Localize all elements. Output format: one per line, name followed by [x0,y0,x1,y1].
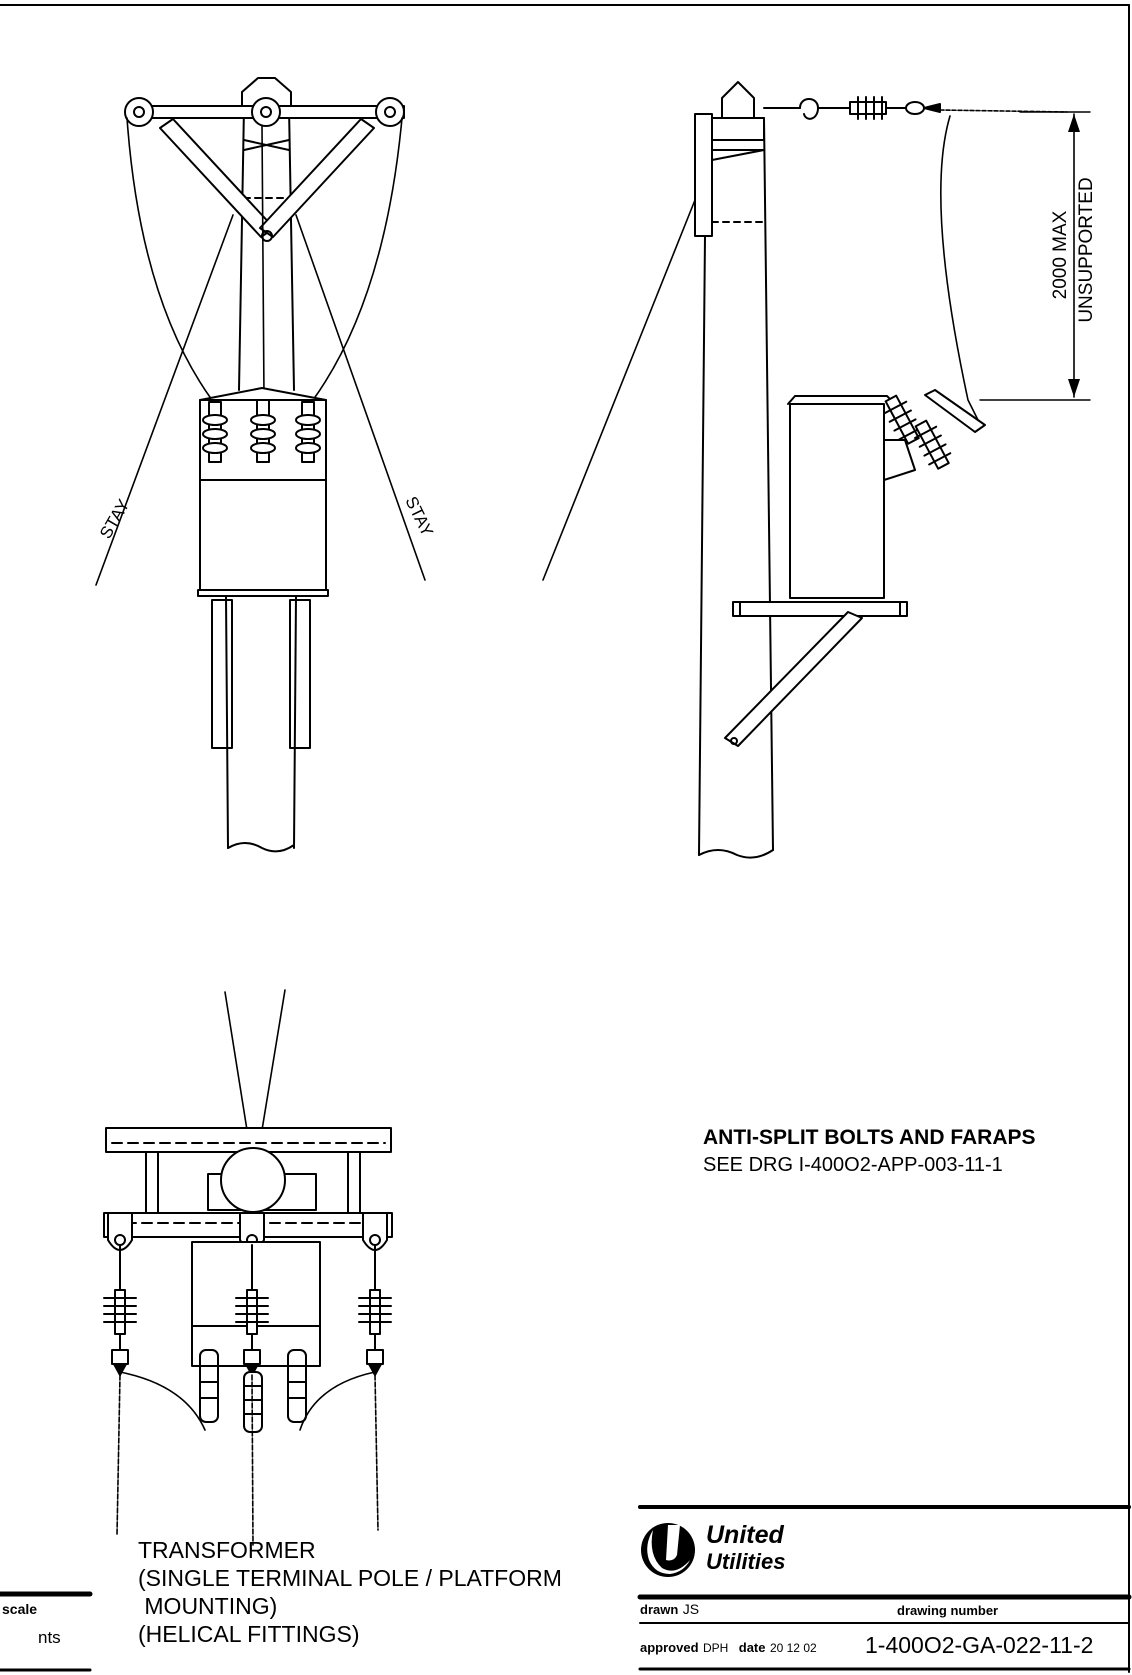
front-crossarm-pulley-left [124,97,154,127]
side-dimension-value: 2000 MAX [1050,210,1071,299]
plan-bushing-right [287,1349,307,1423]
title-block [637,1505,1132,1671]
anti-split-note-reference: SEE DRG I-400O2-APP-003-11-1 [703,1154,1003,1176]
approved-by-value: DPH [702,1641,729,1655]
company-name-line-2: Utilities [706,1549,786,1574]
side-strain-insulator [849,96,887,120]
approved-field: approved DPH date 20 12 02 [640,1639,817,1657]
plan-insulator-left [103,1244,137,1376]
company-name-line-1: United [706,1521,784,1549]
side-bushing-lower [914,419,952,470]
sheet-border [0,4,1130,1673]
front-bushing-right [295,401,321,463]
drawn-by-value: JS [682,1601,700,1617]
caption-line-4: (HELICAL FITTINGS) [138,1621,360,1647]
front-elevation-view [95,77,426,853]
side-bushing-upper [884,394,922,445]
front-crossarm-pulley-centre [251,97,281,127]
date-label: date [738,1640,766,1655]
united-utilities-logo-icon [641,1523,695,1577]
plan-view [103,989,393,1546]
drawing-number-label: drawing number [897,1603,999,1618]
side-dimension-note: UNSUPPORTED [1076,177,1097,322]
front-bushing-centre [250,399,276,463]
plan-bushing-centre [243,1371,263,1433]
front-stay-label-right: STAY [401,493,436,539]
anti-split-note-title: ANTI-SPLIT BOLTS AND FARAPS [703,1126,1036,1149]
plan-insulator-centre [235,1244,269,1376]
caption-line-1: TRANSFORMER [138,1537,316,1563]
scale-box [0,1591,93,1672]
caption-line-2: (SINGLE TERMINAL POLE / PLATFORM [138,1565,562,1591]
side-elevation-view [542,81,1091,859]
side-dimension-2000-max [979,111,1091,401]
front-stay-label-left: STAY [96,496,133,542]
drawn-by-field: drawn JS [640,1601,699,1619]
plan-insulator-right [358,1244,392,1376]
drawn-label: drawn [640,1602,679,1617]
front-bushing-left [202,401,228,463]
date-value: 20 12 02 [769,1641,817,1655]
approved-label: approved [640,1640,699,1655]
caption-line-3: MOUNTING) [138,1593,278,1619]
front-crossarm-pulley-right [375,97,405,127]
drawing-number-value: 1-400O2-GA-022-11-2 [865,1632,1094,1658]
scale-value: nts [38,1628,61,1647]
scale-label: scale [2,1601,38,1617]
plan-bushing-left [199,1349,219,1423]
